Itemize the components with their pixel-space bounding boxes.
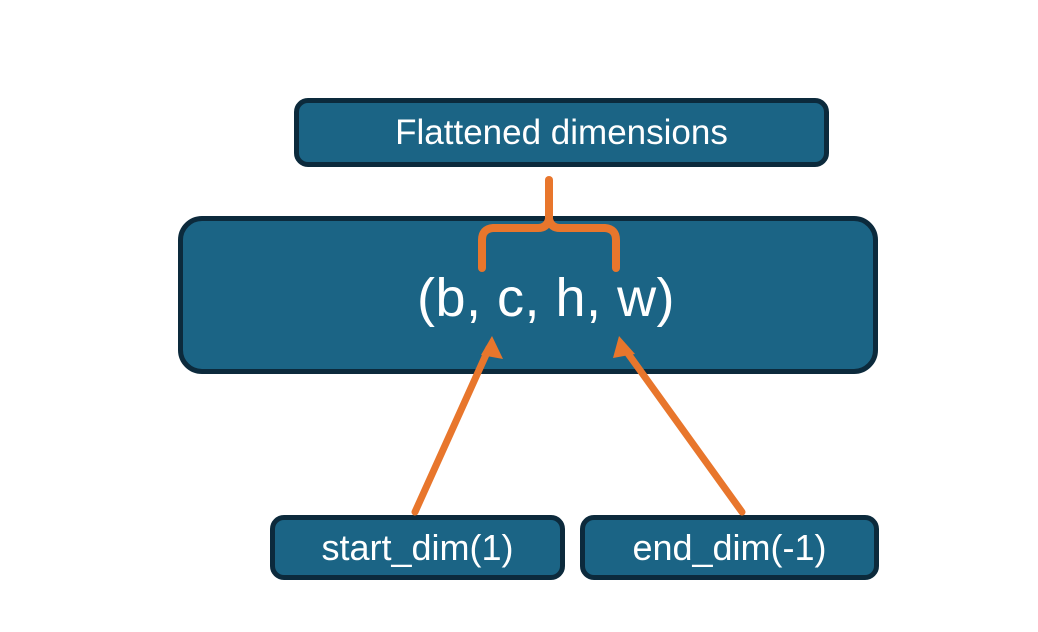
start-dim-label: start_dim(1) xyxy=(321,526,514,568)
end-dim-box: end_dim(-1) xyxy=(580,515,879,580)
shape-tuple-box: (b, c, h, w) xyxy=(178,216,878,374)
end-dim-label: end_dim(-1) xyxy=(632,526,827,568)
start-dim-box: start_dim(1) xyxy=(270,515,565,580)
shape-tuple-label: (b, c, h, w) xyxy=(417,268,676,328)
flattened-dimensions-label: Flattened dimensions xyxy=(395,113,728,152)
flattened-dimensions-box: Flattened dimensions xyxy=(294,98,829,167)
